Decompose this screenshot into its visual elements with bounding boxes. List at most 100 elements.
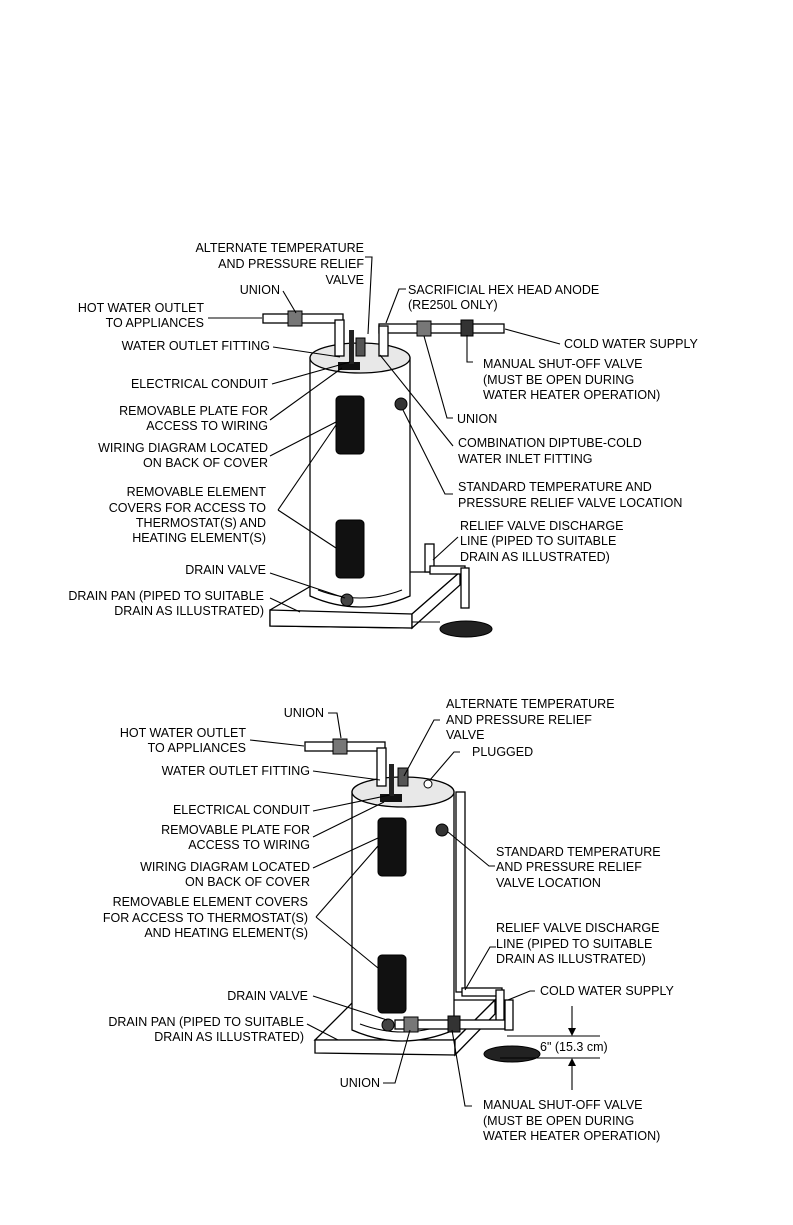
label-line: DRAIN PAN (PIPED TO SUITABLE bbox=[68, 589, 264, 603]
label-line: REMOVABLE ELEMENT COVERS bbox=[113, 895, 308, 909]
label-line: VALVE bbox=[446, 728, 484, 742]
leader-lines-2 bbox=[249, 712, 535, 1107]
label-line: DRAIN AS ILLUSTRATED) bbox=[460, 550, 610, 564]
label-line: SACRIFICIAL HEX HEAD ANODE bbox=[408, 283, 599, 297]
dimension-marker-2 bbox=[500, 1006, 600, 1090]
label-line: FOR ACCESS TO THERMOSTAT(S) bbox=[103, 911, 308, 925]
label-dimension-2: 6" (15.3 cm) bbox=[540, 1040, 608, 1054]
cold-water-pipe-2 bbox=[381, 999, 514, 1033]
label-plate-1: REMOVABLE PLATE FOR ACCESS TO WIRING bbox=[119, 404, 268, 433]
label-line: (RE250L ONLY) bbox=[408, 298, 498, 312]
plug-2 bbox=[423, 779, 433, 789]
label-wiring-2: WIRING DIAGRAM LOCATED ON BACK OF COVER bbox=[140, 860, 310, 889]
discharge-pipe-2 bbox=[455, 791, 505, 1025]
label-line: ACCESS TO WIRING bbox=[146, 419, 268, 433]
label-line: ALTERNATE TEMPERATURE bbox=[195, 241, 364, 255]
drain-valve-2 bbox=[381, 1018, 395, 1032]
label-line: ON BACK OF COVER bbox=[143, 456, 268, 470]
label-line: TO APPLIANCES bbox=[106, 316, 204, 330]
label-line: HEATING ELEMENT(S) bbox=[132, 531, 266, 545]
label-hot-outlet-1: HOT WATER OUTLET TO APPLIANCES bbox=[78, 301, 205, 330]
label-union-top-1: UNION bbox=[240, 283, 280, 297]
label-line: STANDARD TEMPERATURE AND bbox=[458, 480, 652, 494]
floor-drain-2 bbox=[483, 1045, 541, 1063]
label-line: (MUST BE OPEN DURING bbox=[483, 373, 634, 387]
label-line: TO APPLIANCES bbox=[148, 741, 246, 755]
cold-water-pipe-1 bbox=[378, 319, 505, 357]
label-conduit-2: ELECTRICAL CONDUIT bbox=[173, 803, 310, 817]
label-line: COMBINATION DIPTUBE-COLD bbox=[458, 436, 642, 450]
label-conduit-1: ELECTRICAL CONDUIT bbox=[131, 377, 268, 391]
label-plugged-2: PLUGGED bbox=[472, 745, 533, 759]
label-elements-1: REMOVABLE ELEMENT COVERS FOR ACCESS TO T… bbox=[109, 485, 267, 545]
label-alt-trv-1: ALTERNATE TEMPERATURE AND PRESSURE RELIE… bbox=[195, 241, 364, 287]
element-cover-lower-1 bbox=[335, 519, 365, 579]
label-line: AND PRESSURE RELIEF bbox=[496, 860, 642, 874]
label-line: AND HEATING ELEMENT(S) bbox=[144, 926, 308, 940]
label-outlet-fitting-1: WATER OUTLET FITTING bbox=[122, 339, 270, 353]
label-alt-trv-2: ALTERNATE TEMPERATURE AND PRESSURE RELIE… bbox=[446, 697, 615, 742]
label-elements-2: REMOVABLE ELEMENT COVERS FOR ACCESS TO T… bbox=[103, 895, 308, 940]
conduit-1 bbox=[349, 330, 354, 364]
label-line: REMOVABLE ELEMENT bbox=[127, 485, 267, 499]
label-line: STANDARD TEMPERATURE bbox=[496, 845, 661, 859]
label-plate-2: REMOVABLE PLATE FOR ACCESS TO WIRING bbox=[161, 823, 310, 852]
label-discharge-1: RELIEF VALVE DISCHARGE LINE (PIPED TO SU… bbox=[460, 519, 623, 564]
std-trv-boss-1 bbox=[394, 397, 408, 411]
label-wiring-1: WIRING DIAGRAM LOCATED ON BACK OF COVER bbox=[98, 441, 268, 470]
label-line: REMOVABLE PLATE FOR bbox=[161, 823, 310, 837]
label-union-top-2: UNION bbox=[284, 706, 324, 720]
label-union-bottom-2: UNION bbox=[340, 1076, 380, 1090]
label-line: ACCESS TO WIRING bbox=[188, 838, 310, 852]
label-hot-outlet-2: HOT WATER OUTLET TO APPLIANCES bbox=[120, 726, 247, 755]
label-line: MANUAL SHUT-OFF VALVE bbox=[483, 1098, 643, 1112]
element-cover-lower-2 bbox=[377, 954, 407, 1014]
hot-water-pipe-2 bbox=[304, 738, 387, 787]
label-line: AND PRESSURE RELIEF bbox=[446, 713, 592, 727]
label-union-right-1: UNION bbox=[457, 412, 497, 426]
discharge-pipe-1 bbox=[424, 543, 470, 609]
label-line: DRAIN AS ILLUSTRATED) bbox=[154, 1030, 304, 1044]
std-trv-boss-2 bbox=[435, 823, 449, 837]
element-cover-upper-2 bbox=[377, 817, 407, 877]
label-line: LINE (PIPED TO SUITABLE bbox=[460, 534, 616, 548]
label-line: VALVE LOCATION bbox=[496, 876, 601, 890]
leader-lines-1 bbox=[208, 256, 561, 613]
label-shutoff-1: MANUAL SHUT-OFF VALVE (MUST BE OPEN DURI… bbox=[483, 357, 660, 402]
conduit-2 bbox=[389, 764, 394, 796]
label-std-trv-1: STANDARD TEMPERATURE AND PRESSURE RELIEF… bbox=[458, 480, 682, 510]
label-line: THERMOSTAT(S) AND bbox=[136, 516, 266, 530]
label-shutoff-2: MANUAL SHUT-OFF VALVE (MUST BE OPEN DURI… bbox=[483, 1098, 660, 1143]
label-line: WIRING DIAGRAM LOCATED bbox=[140, 860, 310, 874]
hot-water-pipe-1 bbox=[262, 310, 345, 357]
label-discharge-2: RELIEF VALVE DISCHARGE LINE (PIPED TO SU… bbox=[496, 921, 659, 966]
label-line: HOT WATER OUTLET bbox=[120, 726, 247, 740]
element-cover-upper-1 bbox=[335, 395, 365, 455]
label-line: WATER HEATER OPERATION) bbox=[483, 1129, 660, 1143]
label-line: LINE (PIPED TO SUITABLE bbox=[496, 937, 652, 951]
label-line: DRAIN PAN (PIPED TO SUITABLE bbox=[108, 1015, 304, 1029]
label-line: PRESSURE RELIEF VALVE LOCATION bbox=[458, 496, 682, 510]
diagram-1: ALTERNATE TEMPERATURE AND PRESSURE RELIE… bbox=[68, 241, 698, 638]
alt-trv-1 bbox=[355, 337, 366, 357]
diagram-2: UNION HOT WATER OUTLET TO APPLIANCES WAT… bbox=[103, 697, 675, 1143]
label-line: WATER INLET FITTING bbox=[458, 452, 593, 466]
label-line: DRAIN AS ILLUSTRATED) bbox=[114, 604, 264, 618]
label-line: COVERS FOR ACCESS TO bbox=[109, 501, 266, 515]
label-diptube-1: COMBINATION DIPTUBE-COLD WATER INLET FIT… bbox=[458, 436, 642, 466]
label-line: RELIEF VALVE DISCHARGE bbox=[496, 921, 659, 935]
label-outlet-fitting-2: WATER OUTLET FITTING bbox=[162, 764, 310, 778]
label-line: ON BACK OF COVER bbox=[185, 875, 310, 889]
label-drain-pan-1: DRAIN PAN (PIPED TO SUITABLE DRAIN AS IL… bbox=[68, 589, 264, 618]
label-line: WATER HEATER OPERATION) bbox=[483, 388, 660, 402]
floor-drain-1 bbox=[439, 620, 493, 638]
label-cold-supply-2: COLD WATER SUPPLY bbox=[540, 984, 674, 998]
label-std-trv-2: STANDARD TEMPERATURE AND PRESSURE RELIEF… bbox=[496, 845, 661, 890]
label-line: AND PRESSURE RELIEF bbox=[218, 257, 364, 271]
label-line: RELIEF VALVE DISCHARGE bbox=[460, 519, 623, 533]
wiring-plate-2 bbox=[380, 794, 402, 802]
label-line: MANUAL SHUT-OFF VALVE bbox=[483, 357, 643, 371]
label-anode-1: SACRIFICIAL HEX HEAD ANODE (RE250L ONLY) bbox=[408, 283, 599, 312]
drain-valve-1 bbox=[340, 593, 354, 607]
